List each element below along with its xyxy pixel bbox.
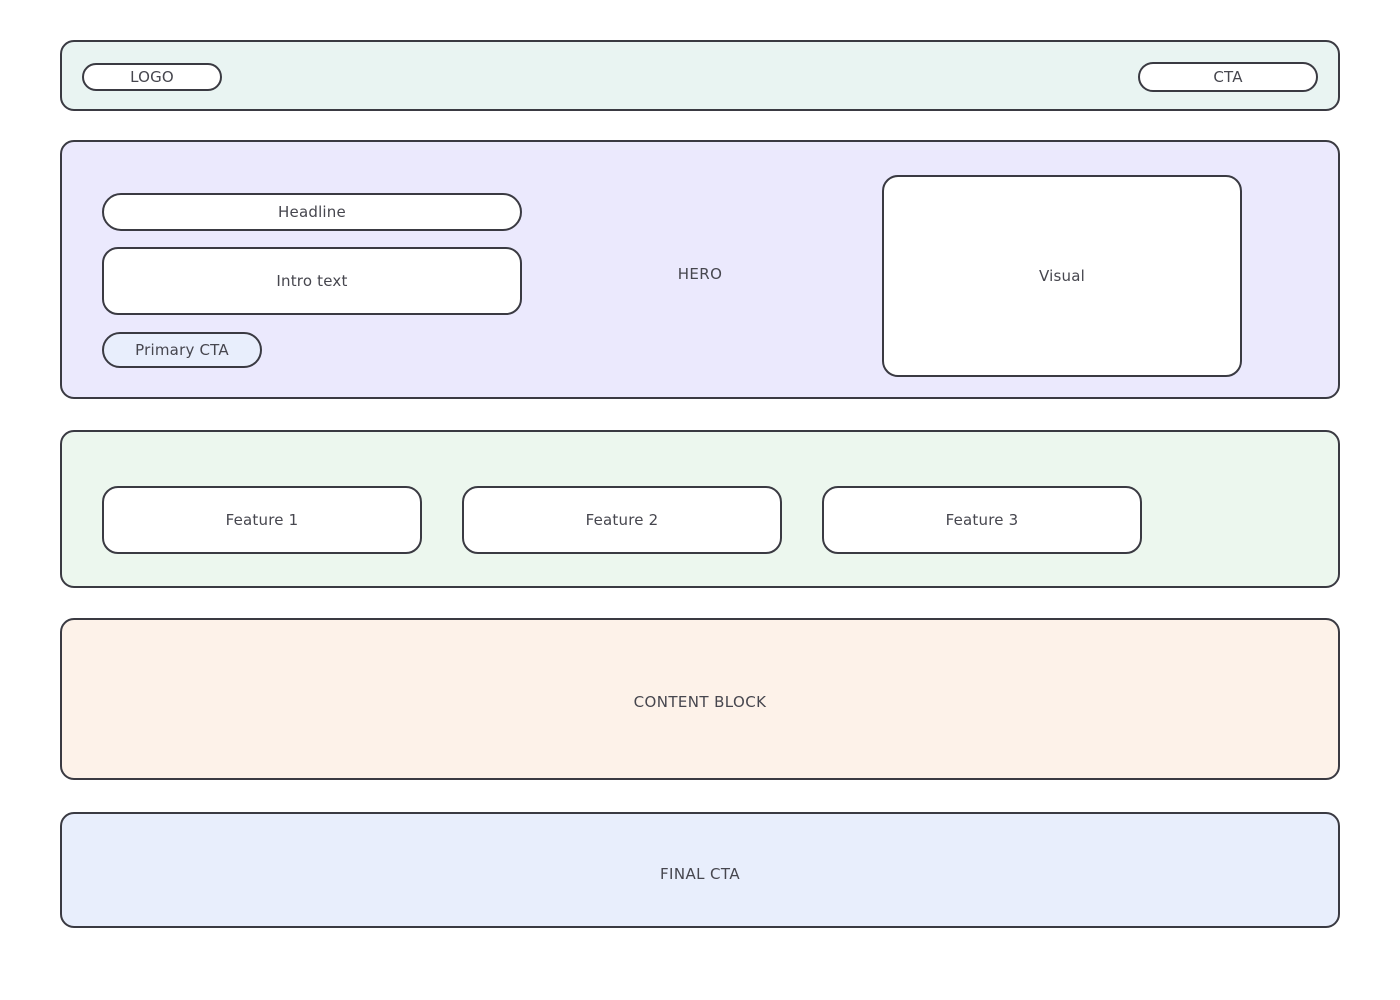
header-cta-label: CTA: [1213, 67, 1243, 86]
hero-primary-cta-label: Primary CTA: [135, 340, 229, 359]
hero-intro-placeholder: Intro text: [102, 247, 522, 315]
final-cta-section: FINAL CTA: [60, 812, 1340, 928]
hero-section-label: HERO: [677, 265, 723, 283]
final-cta-label: FINAL CTA: [660, 865, 740, 883]
header-section: LOGO CTA: [60, 40, 1340, 111]
logo-label: LOGO: [130, 67, 174, 86]
content-block-label: CONTENT BLOCK: [633, 693, 767, 711]
hero-headline-label: Headline: [278, 202, 346, 221]
feature-card-label: Feature 1: [225, 510, 299, 529]
header-cta-button[interactable]: CTA: [1138, 62, 1318, 92]
hero-primary-cta-button[interactable]: Primary CTA: [102, 332, 262, 368]
hero-intro-label: Intro text: [276, 271, 348, 290]
hero-visual-placeholder: Visual: [882, 175, 1242, 377]
content-block-section: CONTENT BLOCK: [60, 618, 1340, 780]
hero-section: Headline Intro text Primary CTA HERO Vis…: [60, 140, 1340, 399]
feature-card[interactable]: Feature 3: [822, 486, 1142, 554]
feature-card-label: Feature 2: [585, 510, 659, 529]
hero-headline-placeholder: Headline: [102, 193, 522, 231]
feature-card[interactable]: Feature 2: [462, 486, 782, 554]
feature-card[interactable]: Feature 1: [102, 486, 422, 554]
hero-visual-label: Visual: [1039, 266, 1085, 285]
feature-card-label: Feature 3: [945, 510, 1019, 529]
features-section: Feature 1 Feature 2 Feature 3: [60, 430, 1340, 588]
logo-placeholder[interactable]: LOGO: [82, 63, 222, 91]
